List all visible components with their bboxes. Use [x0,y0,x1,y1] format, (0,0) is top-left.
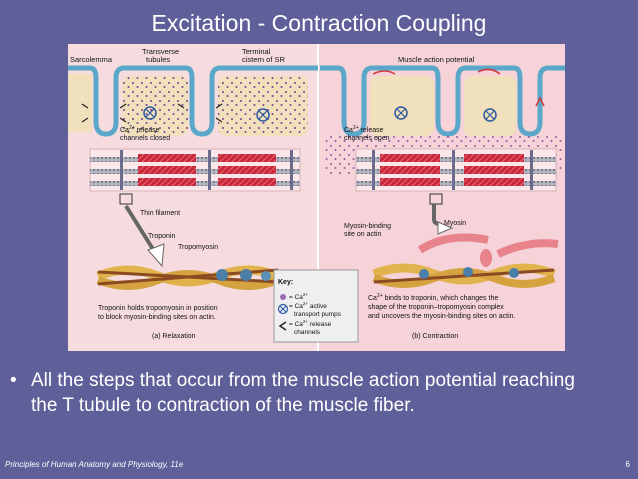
key-pump-1: = Ca2+ active [289,301,327,310]
key-title: Key: [278,279,293,286]
left-thin-filament-detail [96,265,280,290]
channel-key-icon [278,321,287,331]
label-myosin-binding-2: site on actin [344,231,381,238]
caption-right-1: Ca2+ binds to troponin, which changes th… [368,293,498,302]
label-release-open-2: channels open [344,135,390,142]
label-sarcolemma: Sarcolemma [70,55,113,64]
key-pump-2: transport pumps [294,311,342,318]
caption-right-3: and uncovers the myosin-binding sites on… [368,313,516,320]
left-sarcomeres [89,148,301,205]
slide-title: Excitation - Contraction Coupling [151,10,487,36]
caption-left-2: to block myosin-binding sites on actin. [98,314,216,321]
label-terminal-2: cistern of SR [242,55,286,64]
label-release-closed-2: channels closed [120,135,170,142]
page-number: 6 [625,460,630,469]
figure-svg: Sarcolemma Transverse tubules Terminal c… [68,44,565,351]
calcium-key-icon [280,294,286,300]
caption-right-2: shape of the troponin–tropomyosin comple… [368,304,504,311]
footer-source: Principles of Human Anatomy and Physiolo… [5,460,184,469]
bullet-text: All the steps that occur from the muscle… [31,370,575,416]
label-tropomyosin: Tropomyosin [178,244,218,251]
label-muscle-action-potential: Muscle action potential [398,55,475,64]
label-terminal-1: Terminal [242,47,271,56]
key-box [273,269,359,343]
label-release-open-1: Ca2+ release [344,125,384,134]
label-myosin-binding-1: Myosin-binding [344,223,391,230]
caption-left-1: Troponin holds tropomyosin in position [98,305,218,312]
label-myosin: Myosin [444,220,466,227]
key-ca: = Ca2+ [289,292,308,301]
key-chan-2: channels [294,329,321,336]
panel-a-label: (a) Relaxation [152,333,196,340]
left-zoom-arrow [124,204,158,256]
label-transverse-2: tubules [146,55,170,64]
label-troponin: Troponin [148,233,175,240]
label-thin-filament: Thin filament [140,210,180,217]
right-thin-filament-detail [372,233,559,288]
right-zoom-arrowhead [437,221,454,235]
left-sarcolemma [68,65,318,137]
excitation-contraction-figure: Sarcolemma Transverse tubules Terminal c… [68,44,565,351]
label-release-closed-1: Ca2+ release [120,125,160,134]
panel-b-label: (b) Contraction [412,333,458,340]
label-transverse-1: Transverse [142,47,179,56]
pump-key-icon [277,303,289,315]
right-sarcomeres [355,148,557,205]
key-chan-1: = Ca2+ release [289,319,332,328]
bullet-dot-icon: • [10,370,17,391]
left-zoom-arrowhead [147,243,165,268]
